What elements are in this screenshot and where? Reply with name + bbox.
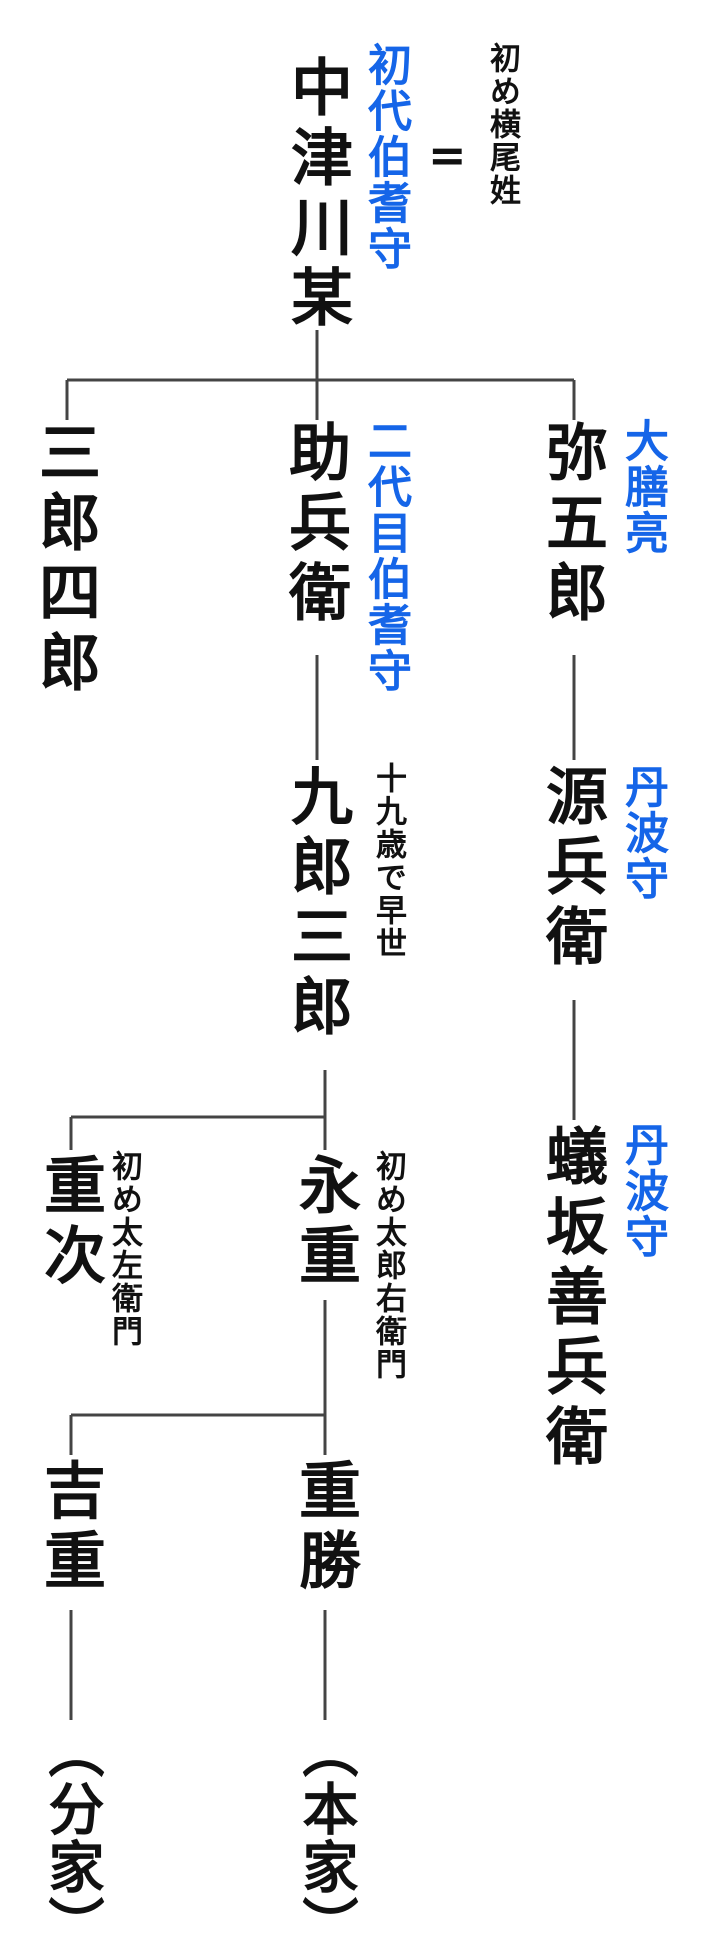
yoshishige-name: 吉重 [33, 1458, 106, 1598]
kurosaburo-name: 九郎三郎 [280, 764, 353, 1044]
saburoshiro-name: 三郎四郎 [28, 420, 101, 700]
spouse-note: 初め横尾姓 [484, 42, 520, 207]
honke-label: （本家） [293, 1722, 358, 1954]
shigekatsu-name: 重勝 [288, 1458, 361, 1598]
marriage-symbol: = [428, 128, 467, 182]
nagashige-note: 初め太郎右衛門 [370, 1150, 406, 1381]
genbei-title: 丹波守 [617, 764, 668, 902]
shigetsugu-name: 重次 [33, 1153, 106, 1293]
gisaka-name: 蟻坂善兵衛 [535, 1124, 608, 1474]
bunke-label: （分家） [39, 1722, 104, 1954]
founder-name: 中津川某 [280, 55, 353, 335]
sukebei-title: 二代目伯耆守 [360, 418, 411, 694]
gisaka-title: 丹波守 [617, 1122, 668, 1260]
kurosaburo-note: 十九歳で早世 [370, 762, 406, 960]
founder-title: 初代伯耆守 [360, 42, 411, 272]
sukebei-name: 助兵衛 [278, 420, 351, 630]
yagoro-title: 大膳亮 [617, 418, 668, 556]
yagoro-name: 弥五郎 [535, 420, 608, 630]
shigetsugu-note: 初め太左衛門 [106, 1150, 142, 1348]
nagashige-name: 永重 [288, 1153, 361, 1293]
genbei-name: 源兵衛 [535, 764, 608, 974]
